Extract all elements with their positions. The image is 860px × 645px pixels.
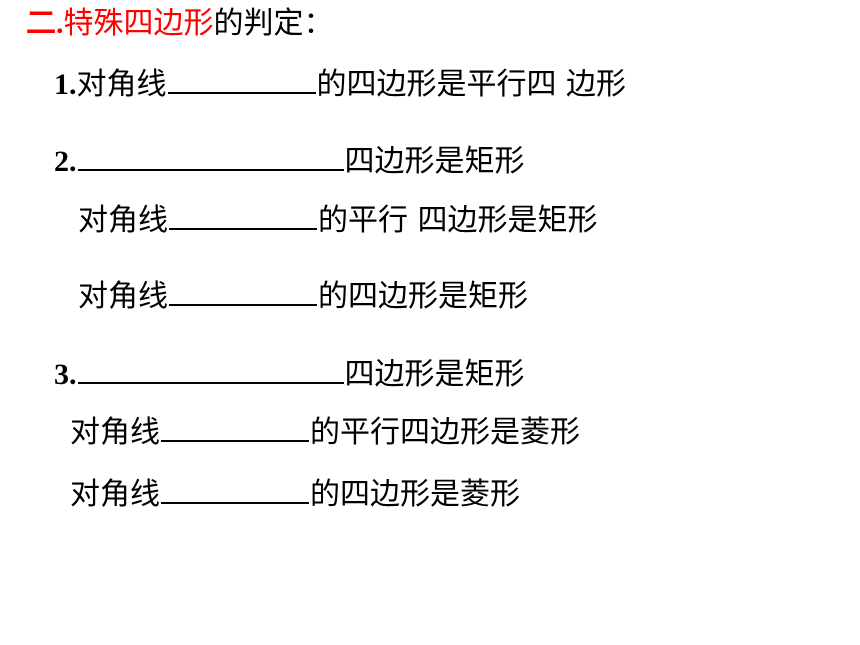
fill-blank[interactable]	[169, 274, 317, 306]
criterion-3-rhombus-diagonal: 对角线 的四边形是菱形	[70, 472, 520, 512]
heading-suffix: 的判定：	[213, 6, 334, 41]
fill-blank[interactable]	[77, 352, 344, 384]
criterion-2-rectangle: 2. 四边形是矩形	[54, 139, 525, 179]
item-number: 3.	[54, 358, 77, 391]
item-text-after: 的四边形是菱形	[310, 477, 520, 512]
item-text-after: 的四边形是平行四 边形	[316, 67, 627, 102]
fill-blank[interactable]	[161, 410, 309, 442]
fill-blank[interactable]	[169, 198, 317, 230]
item-text-before: 对角线	[78, 203, 168, 238]
item-text-after: 的平行 四边形是矩形	[318, 203, 598, 238]
criterion-3-rhombus-diagonal-parallel: 对角线 的平行四边形是菱形	[70, 410, 580, 450]
criterion-2-rectangle-diagonal-parallel: 对角线 的平行 四边形是矩形	[78, 198, 598, 238]
item-text-before: 对角线	[70, 415, 160, 450]
item-text-before: 对角线	[78, 279, 168, 314]
item-text-after: 四边形是矩形	[344, 144, 525, 179]
section-heading: 二.特殊四边形的判定：	[26, 4, 334, 44]
item-text-before: 对角线	[70, 477, 160, 512]
item-text-after: 四边形是矩形	[344, 357, 525, 392]
criterion-1-parallelogram: 1.对角线 的四边形是平行四 边形	[54, 62, 626, 102]
heading-prefix: 二.	[26, 7, 64, 40]
criterion-3-rhombus: 3. 四边形是矩形	[54, 352, 525, 392]
fill-blank[interactable]	[161, 472, 309, 504]
criterion-2-rectangle-diagonal: 对角线 的四边形是矩形	[78, 274, 528, 314]
heading-highlight: 特殊四边形	[63, 6, 214, 41]
item-number: 1.	[54, 68, 77, 101]
item-text-after: 的四边形是矩形	[318, 279, 528, 314]
item-text-after: 的平行四边形是菱形	[310, 415, 580, 450]
item-text-before: 对角线	[76, 67, 167, 102]
fill-blank[interactable]	[77, 139, 344, 171]
item-number: 2.	[54, 145, 77, 178]
fill-blank[interactable]	[167, 62, 316, 94]
